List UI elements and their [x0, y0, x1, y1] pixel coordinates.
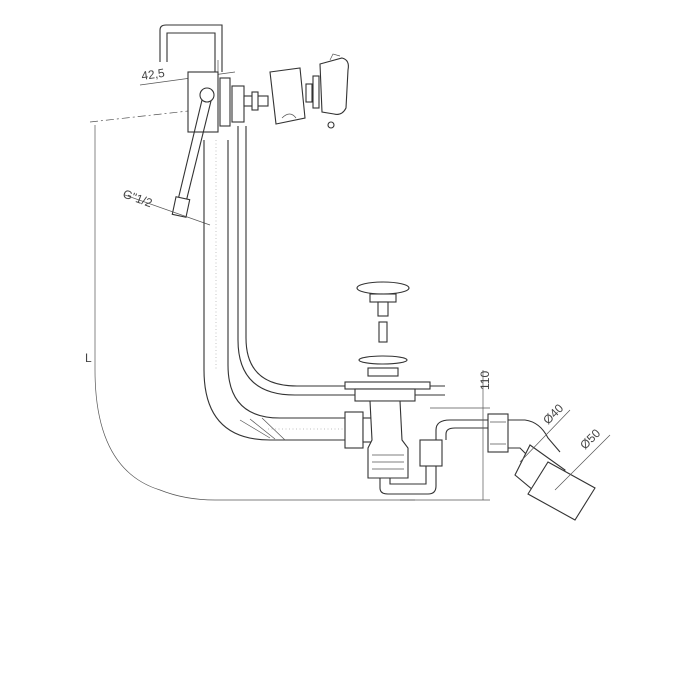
thread-label: G"1/2 — [121, 187, 155, 211]
siphon-trap — [344, 381, 490, 495]
spout — [159, 24, 223, 72]
valve-body — [187, 71, 269, 133]
outlet-fitting — [487, 413, 596, 521]
height-dimension: 110 — [400, 370, 492, 501]
length-label: L — [85, 351, 92, 365]
diameter-50-label: Ø50 — [577, 426, 603, 452]
flexible-hose: G"1/2 — [121, 87, 215, 226]
diameter-40-label: Ø40 — [540, 401, 566, 427]
control-knob — [269, 67, 320, 125]
control-handle — [319, 53, 349, 129]
length-dimension: L — [85, 107, 415, 501]
corrugated-hose — [203, 140, 374, 449]
overflow-pipe — [237, 126, 445, 396]
offset-label: 42,5 — [140, 66, 165, 83]
height-label: 110 — [478, 371, 492, 390]
drain-plug — [356, 281, 410, 377]
